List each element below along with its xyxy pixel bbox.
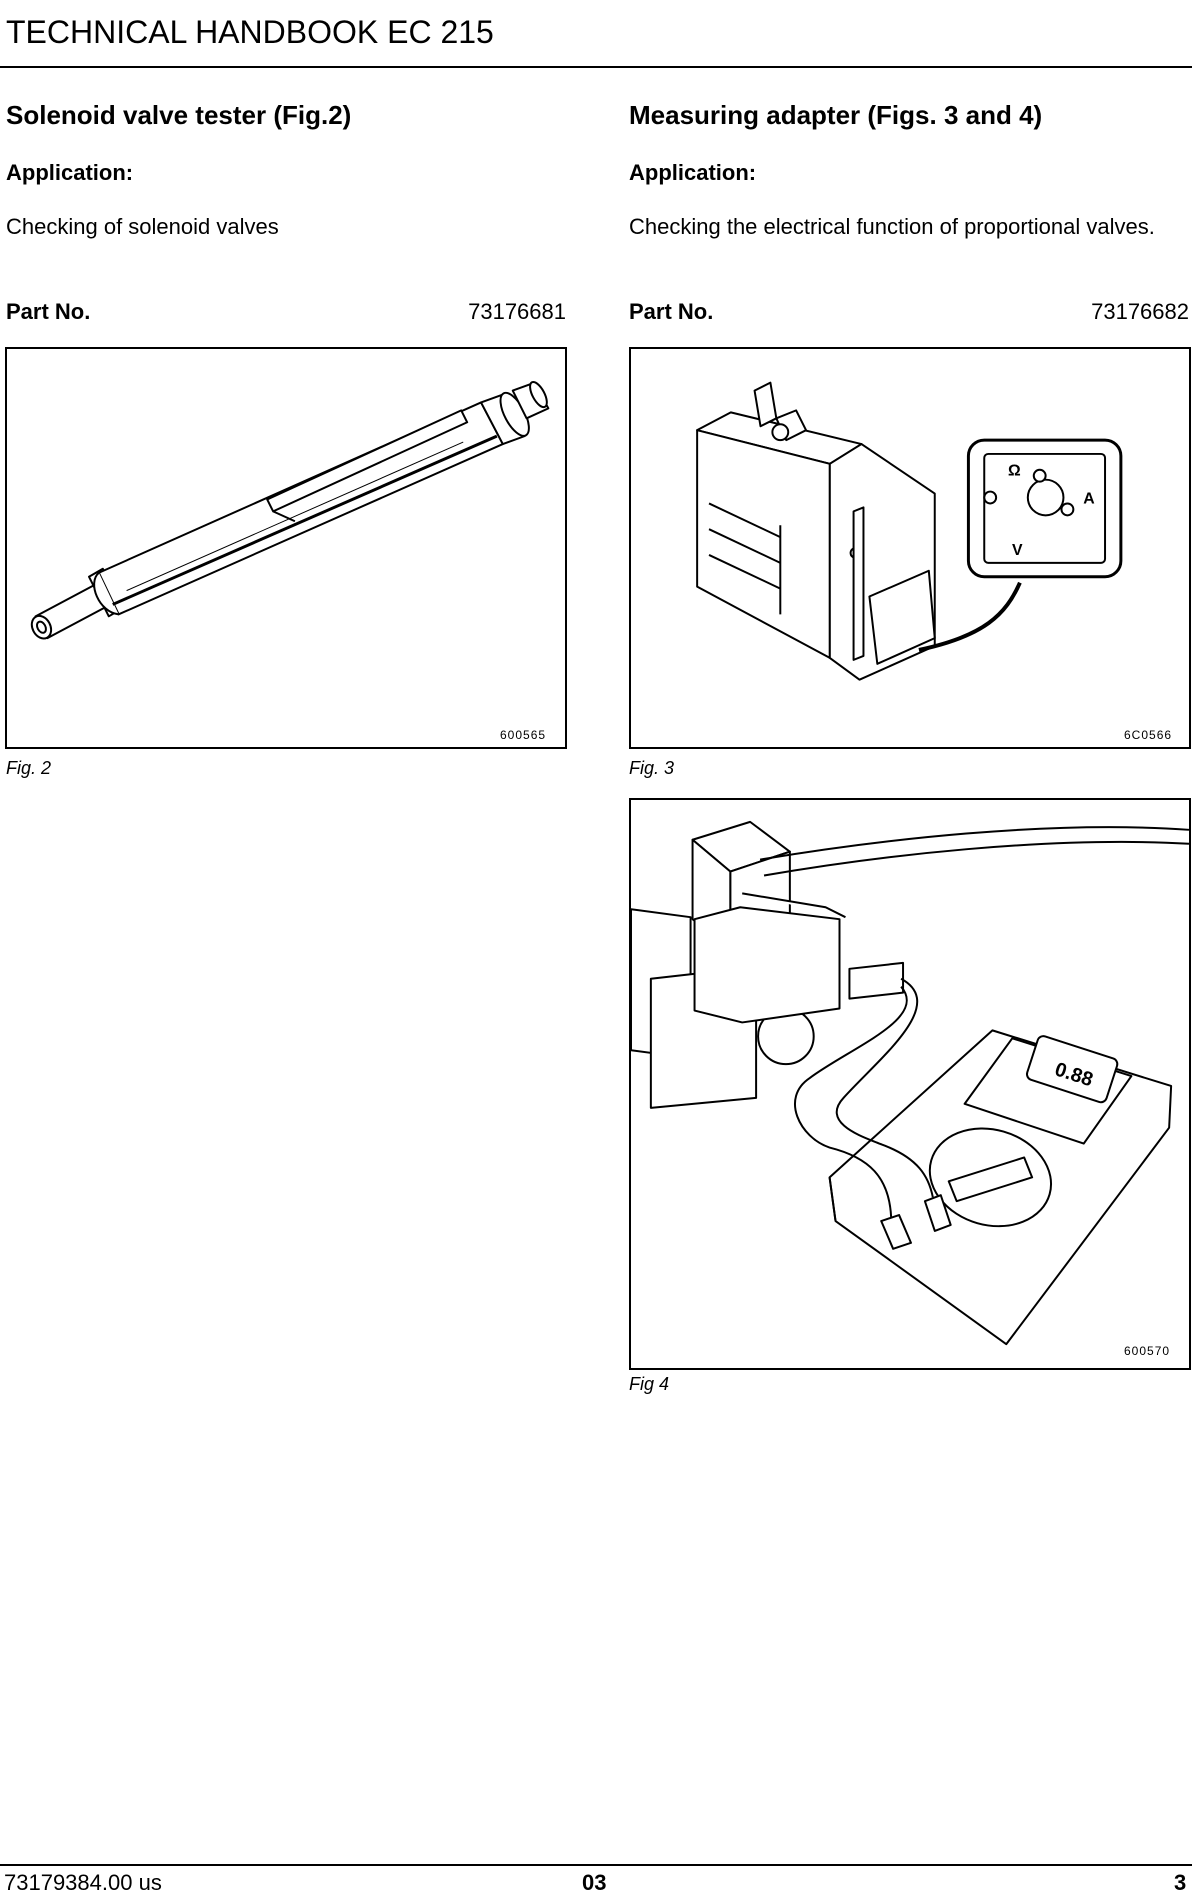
- left-application-label: Application:: [6, 160, 134, 185]
- right-application-text: Checking the electrical function of prop…: [629, 214, 1155, 239]
- figure-3-caption: Fig. 3: [629, 758, 675, 778]
- figure-2-caption: Fig. 2: [6, 758, 52, 778]
- section-number: 03: [582, 1870, 607, 1895]
- ampere-symbol: A: [1083, 490, 1095, 507]
- figure-4-measurement-setup: 0.88: [629, 798, 1191, 1370]
- right-part-number: 73176682: [1091, 299, 1189, 324]
- volt-symbol: V: [1012, 542, 1023, 559]
- solenoid-tester-illustration: [30, 381, 550, 640]
- left-part-number: 73176681: [468, 299, 566, 324]
- left-part-label: Part No.: [6, 299, 91, 324]
- ohm-symbol: Ω: [1008, 463, 1021, 480]
- document-title: TECHNICAL HANDBOOK EC 215: [6, 14, 494, 50]
- left-application-text: Checking of solenoid valves: [6, 214, 279, 239]
- figure-3-code: 6C0566: [1124, 728, 1173, 742]
- header-divider: [0, 66, 1192, 68]
- figure-2-solenoid-tester: [5, 347, 567, 749]
- right-application-label: Application:: [629, 160, 757, 185]
- footer-divider: [0, 1864, 1192, 1866]
- measuring-adapter-illustration: Ω A V: [696, 381, 1123, 681]
- document-number: 73179384.00 us: [4, 1870, 162, 1895]
- figure-4-caption: Fig 4: [629, 1374, 670, 1394]
- page-number: 3: [1174, 1870, 1187, 1895]
- figure-3-measuring-adapter: Ω A V: [629, 347, 1191, 749]
- left-section-title: Solenoid valve tester (Fig.2): [6, 100, 352, 130]
- figure-2-code: 600565: [500, 728, 547, 742]
- multimeter-setup-illustration: 0.88: [631, 820, 1189, 1346]
- right-section-title: Measuring adapter (Figs. 3 and 4): [629, 100, 1043, 130]
- right-part-label: Part No.: [629, 299, 714, 324]
- figure-4-code: 600570: [1124, 1344, 1171, 1358]
